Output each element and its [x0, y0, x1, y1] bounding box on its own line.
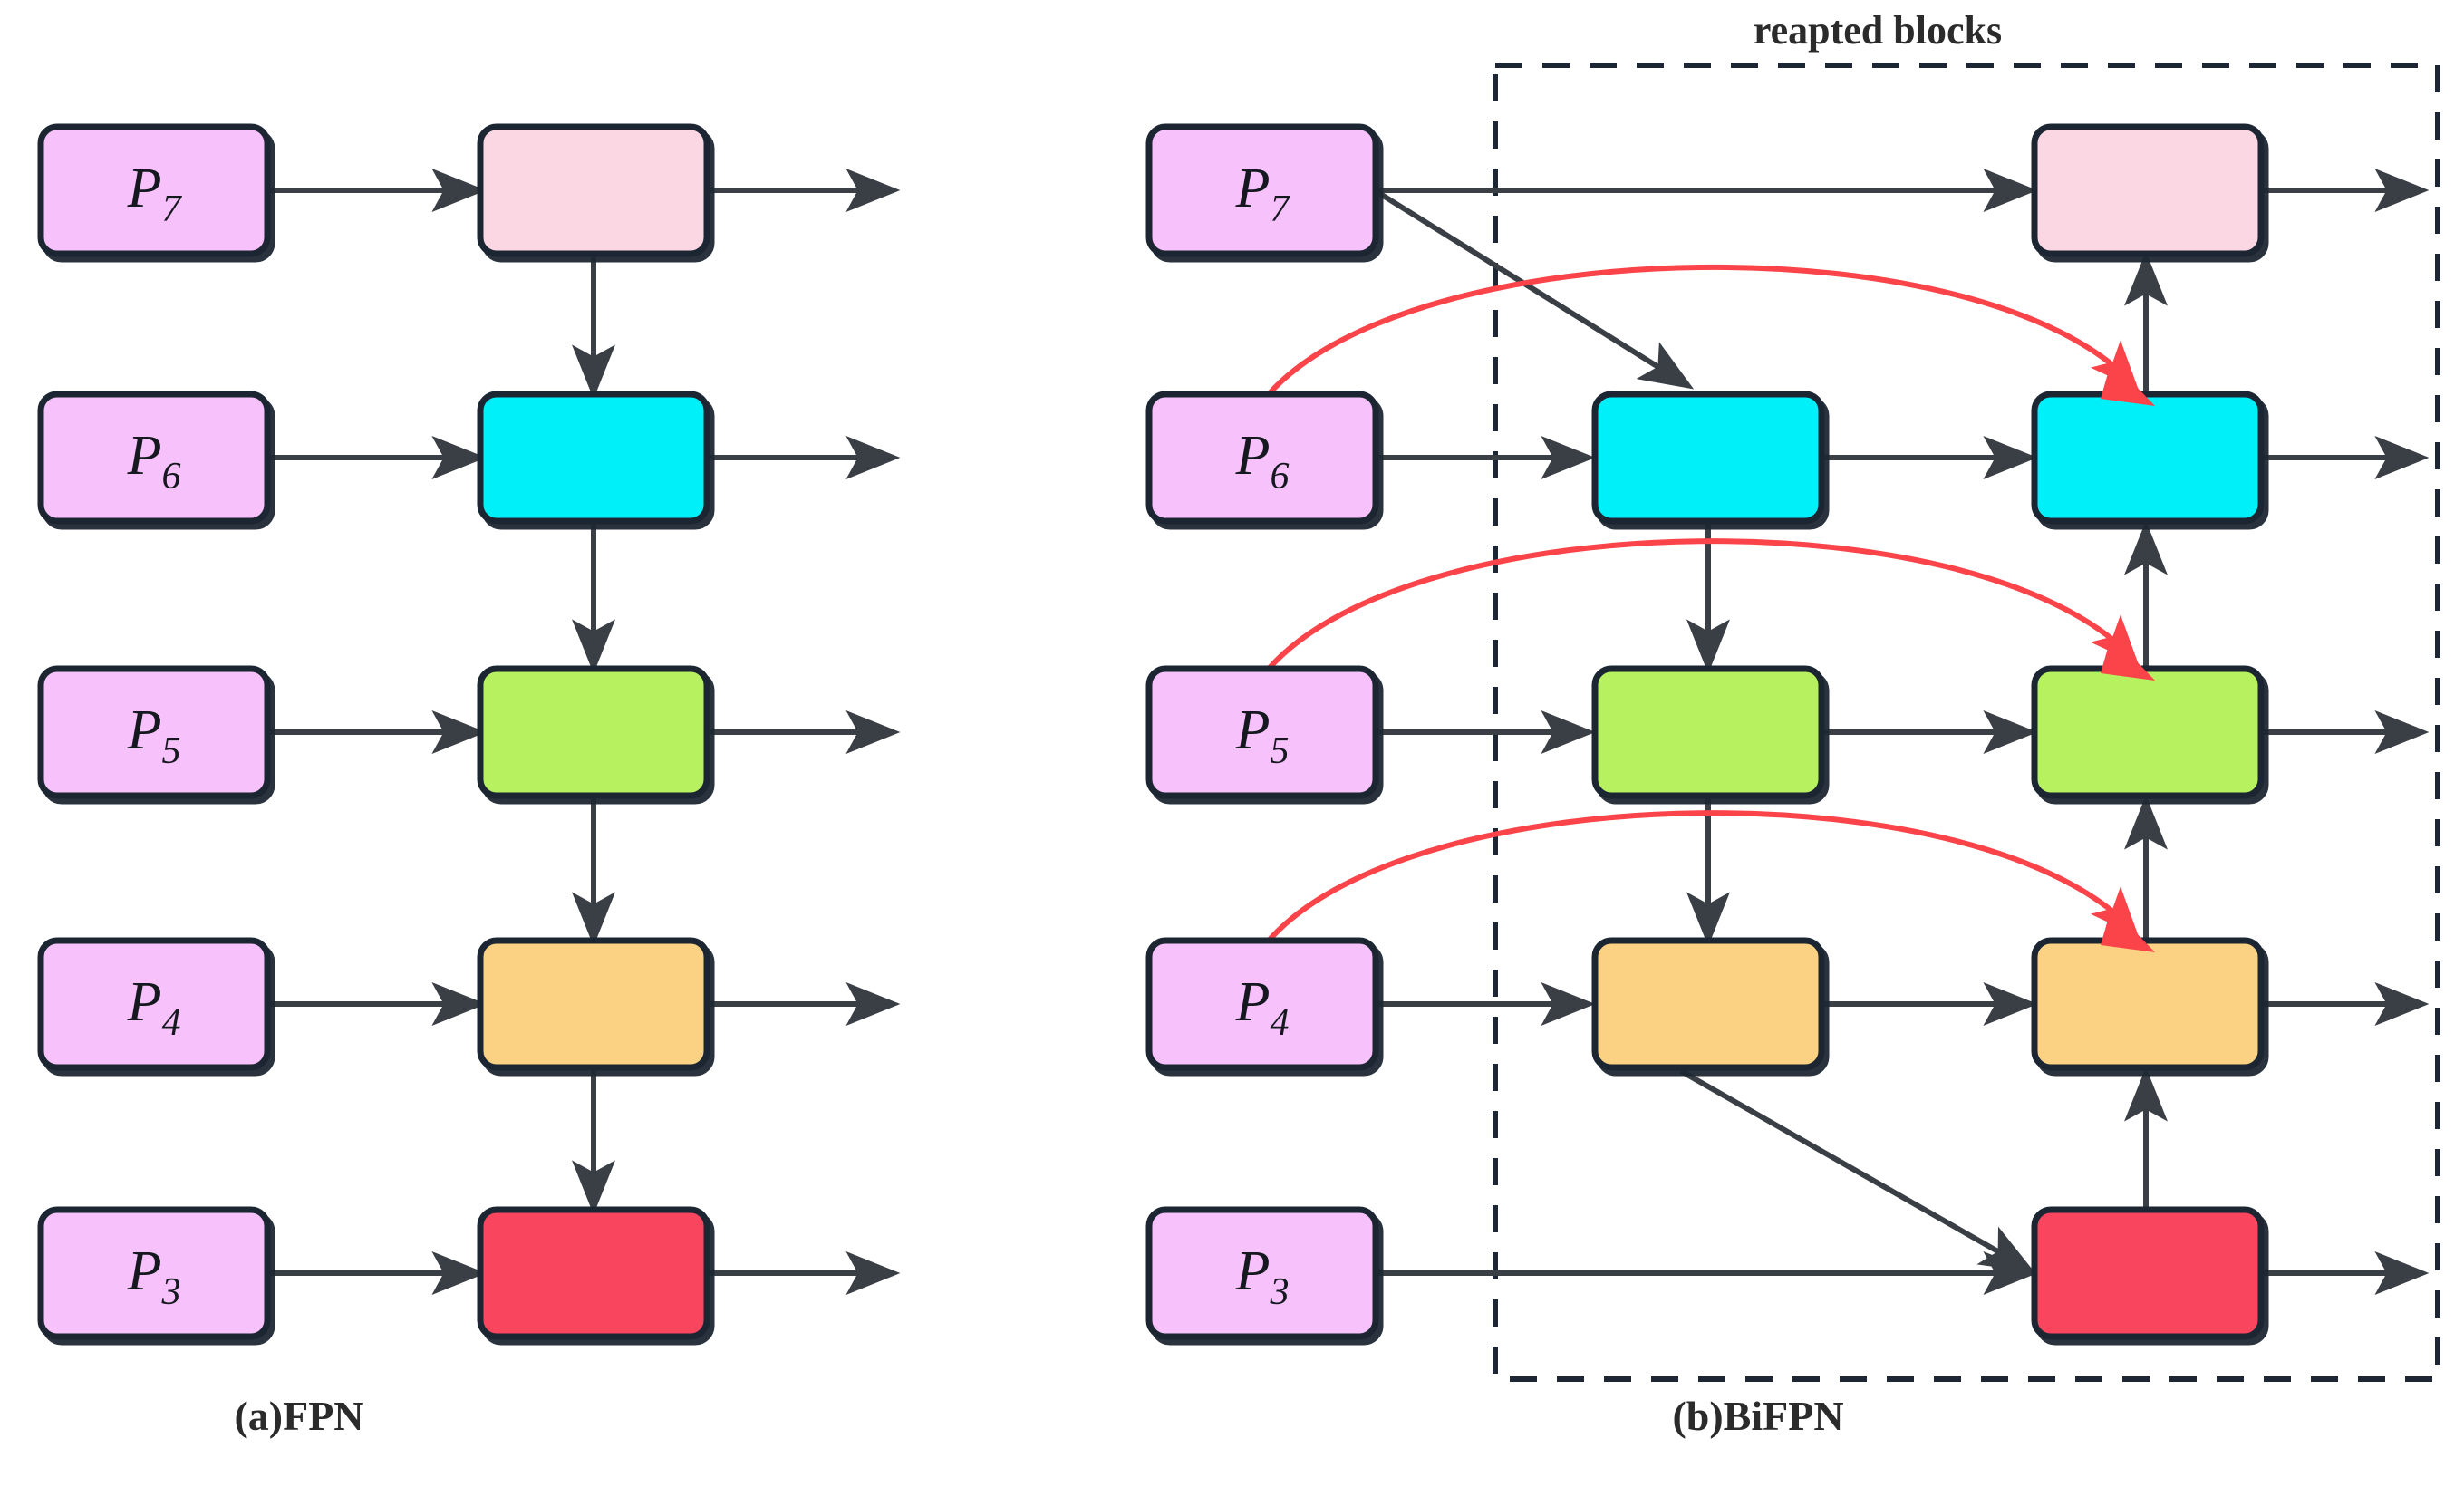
- bifpn-skip-edges: [1266, 265, 2139, 942]
- skip-arrowhead-p6: [2101, 361, 2155, 406]
- fpn-node-p3-fused[interactable]: [477, 1206, 710, 1340]
- panel-bifpn: P7 P6 P5 P4 P3 reapted blocks: [1145, 8, 2440, 1382]
- bifpn-node-p3-out[interactable]: [2031, 1206, 2265, 1340]
- bifpn-node-p4-input[interactable]: [1145, 937, 1379, 1071]
- bifpn-input-nodes: P7 P6 P5 P4 P3: [1145, 123, 1379, 1340]
- bifpn-node-p5-input[interactable]: [1145, 665, 1379, 799]
- edge-skip-p4: [1266, 810, 2139, 942]
- bifpn-skip-arrowheads: [2101, 361, 2155, 952]
- fpn-node-p4-input[interactable]: [37, 937, 271, 1071]
- caption-bifpn: (b)BiFPN: [1672, 1393, 1843, 1439]
- fpn-node-p7-fused[interactable]: [477, 123, 710, 257]
- fpn-node-p7-input[interactable]: [37, 123, 271, 257]
- fpn-label-p6: P6: [127, 425, 181, 497]
- bifpn-label-p3: P3: [1235, 1241, 1290, 1313]
- edge-bifpn-p4mid-to-p3out: [1679, 1068, 2035, 1273]
- fpn-label-p4: P4: [127, 971, 181, 1044]
- bifpn-mid-to-out-edges: [1823, 436, 2038, 1026]
- edge-bifpn-p7-to-p6mid: [1376, 189, 1695, 390]
- bifpn-label-p5: P5: [1235, 700, 1290, 772]
- repeated-blocks-label: reapted blocks: [1754, 8, 2002, 53]
- caption-fpn: (a)FPN: [234, 1393, 363, 1439]
- bifpn-node-p4-mid[interactable]: [1591, 937, 1825, 1071]
- skip-arrowhead-p5: [2101, 635, 2155, 681]
- fpn-output-edges: [710, 169, 901, 1295]
- fpn-node-p5-input[interactable]: [37, 665, 271, 799]
- bifpn-input-edges: [1376, 169, 2038, 1295]
- bifpn-node-p6-mid[interactable]: [1591, 391, 1825, 525]
- bifpn-node-p7-input[interactable]: [1145, 123, 1379, 257]
- skip-arrowhead-p4: [2101, 907, 2155, 952]
- bifpn-node-p4-out[interactable]: [2031, 937, 2265, 1071]
- bifpn-label-p6: P6: [1235, 425, 1290, 497]
- edge-skip-p5: [1266, 538, 2139, 671]
- fpn-node-p3-input[interactable]: [37, 1206, 271, 1340]
- edge-skip-p6: [1266, 265, 2139, 396]
- fpn-label-p5: P5: [127, 700, 181, 772]
- fpn-label-p7: P7: [127, 158, 183, 230]
- fpn-label-p3: P3: [127, 1241, 181, 1313]
- fpn-fused-nodes: [477, 123, 710, 1340]
- fpn-node-p4-fused[interactable]: [477, 937, 710, 1071]
- bifpn-node-p5-out[interactable]: [2031, 665, 2265, 799]
- fpn-node-p5-fused[interactable]: [477, 665, 710, 799]
- bifpn-node-p6-out[interactable]: [2031, 391, 2265, 525]
- fpn-node-p6-fused[interactable]: [477, 391, 710, 525]
- fpn-input-edges: [267, 169, 487, 1295]
- bifpn-label-p4: P4: [1235, 971, 1290, 1044]
- bifpn-node-p5-mid[interactable]: [1591, 665, 1825, 799]
- bifpn-node-p3-input[interactable]: [1145, 1206, 1379, 1340]
- bifpn-node-p6-input[interactable]: [1145, 391, 1379, 525]
- bifpn-output-edges: [2261, 169, 2430, 1295]
- bifpn-node-p7-out[interactable]: [2031, 123, 2265, 257]
- repeated-blocks-boundary: [1493, 63, 2440, 1382]
- bifpn-mid-nodes: [1591, 391, 1825, 1071]
- bifpn-label-p7: P7: [1235, 158, 1291, 230]
- bifpn-out-nodes: [2031, 123, 2265, 1340]
- panel-fpn: P7 P6 P5 P4 P3: [37, 123, 901, 1340]
- fpn-input-nodes: P7 P6 P5 P4 P3: [37, 123, 271, 1340]
- fpn-node-p6-input[interactable]: [37, 391, 271, 525]
